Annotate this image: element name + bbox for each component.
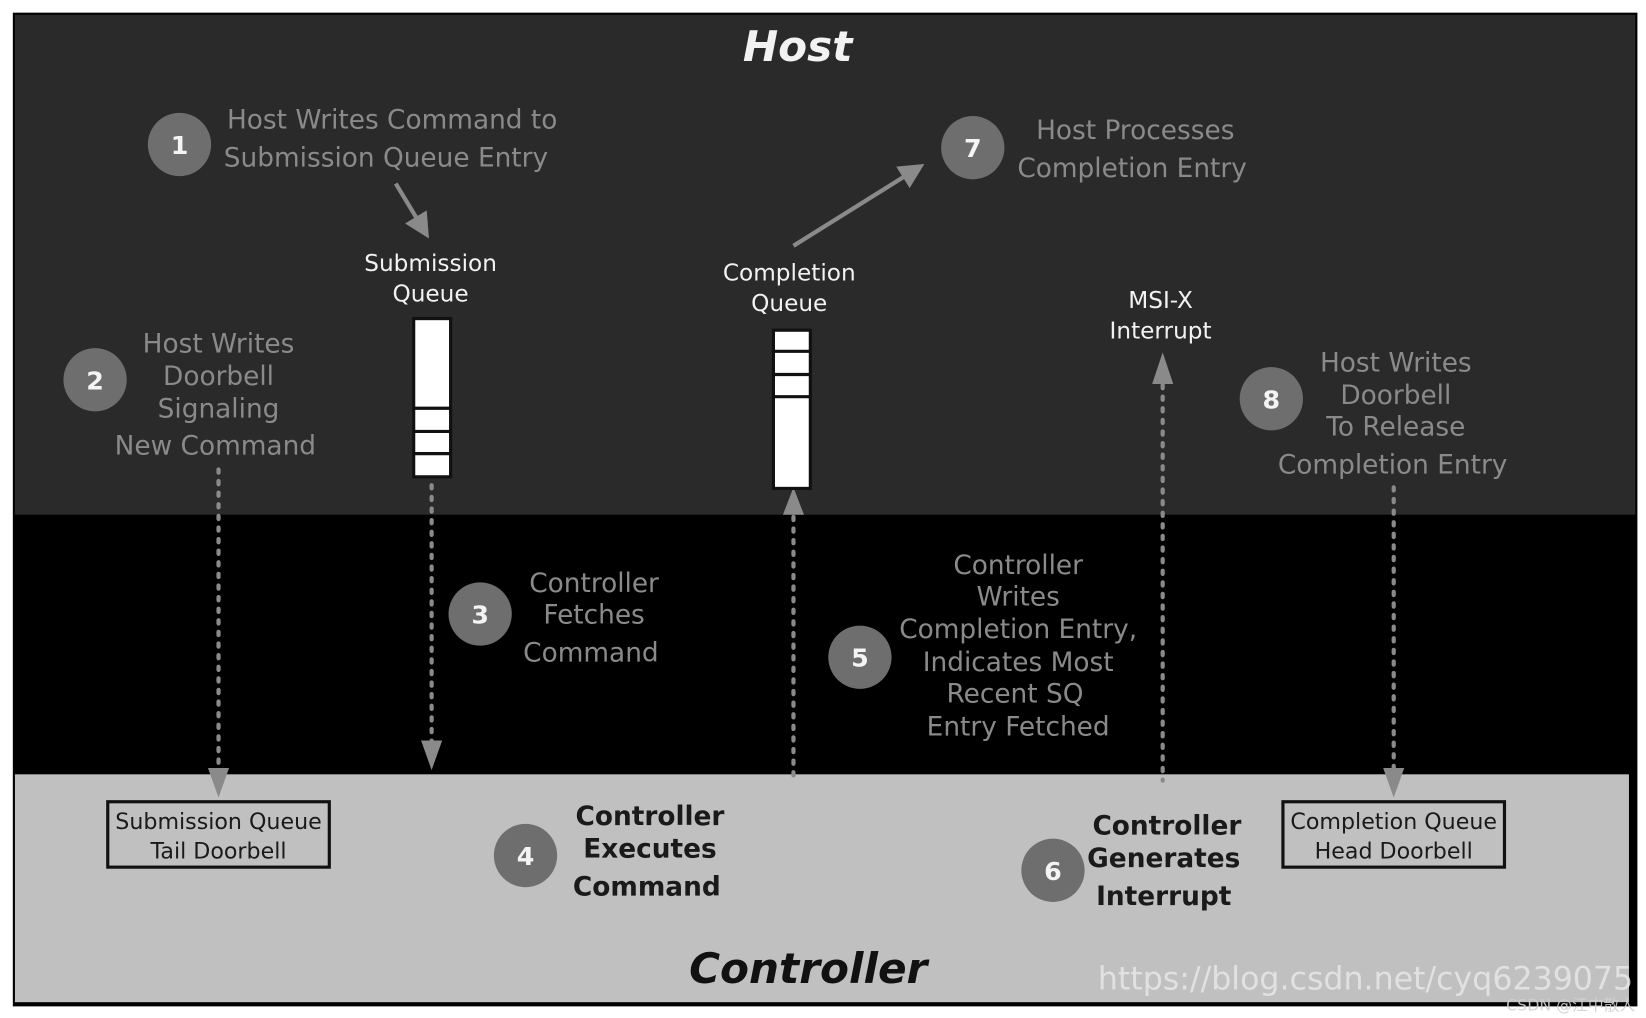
svg-text:1: 1: [171, 131, 189, 160]
svg-text:8: 8: [1263, 385, 1281, 414]
watermark-url: https://blog.csdn.net/cyq6239075: [1098, 962, 1633, 998]
step-circle: [448, 582, 512, 646]
submission-queue: [412, 317, 453, 479]
host-title: Host: [743, 22, 854, 71]
completion-queue: [771, 328, 812, 491]
arrowheads: [207, 352, 1405, 798]
arrow-to-host-process: [792, 163, 925, 248]
arrow-to-sq: [393, 182, 429, 239]
dotted-arrows: [216, 382, 1396, 783]
svg-text:4: 4: [517, 842, 535, 871]
svg-text:2: 2: [86, 366, 104, 395]
step-circle: [941, 116, 1005, 180]
arrowhead-icon: [782, 487, 805, 515]
step-circle: [1021, 838, 1085, 902]
arrowhead-icon: [1383, 767, 1405, 798]
controller-region: [14, 774, 1629, 1003]
svg-text:7: 7: [964, 134, 982, 163]
step-circle: [828, 625, 892, 689]
step-circle: [493, 823, 558, 888]
arrowhead-icon: [1152, 352, 1174, 384]
step-circle: [1239, 367, 1303, 431]
step-circle: [63, 348, 127, 412]
svg-text:6: 6: [1044, 857, 1062, 886]
watermark-author: CSDN @江中散人: [1506, 996, 1635, 1015]
controller-title: Controller: [689, 944, 929, 993]
arrowhead-icon: [421, 740, 443, 771]
step-circle: [147, 112, 212, 177]
svg-text:3: 3: [471, 600, 489, 629]
arrowhead-icon: [207, 767, 230, 798]
interface-region: [14, 514, 1636, 775]
svg-text:5: 5: [851, 644, 869, 673]
host-region: [14, 14, 1636, 515]
